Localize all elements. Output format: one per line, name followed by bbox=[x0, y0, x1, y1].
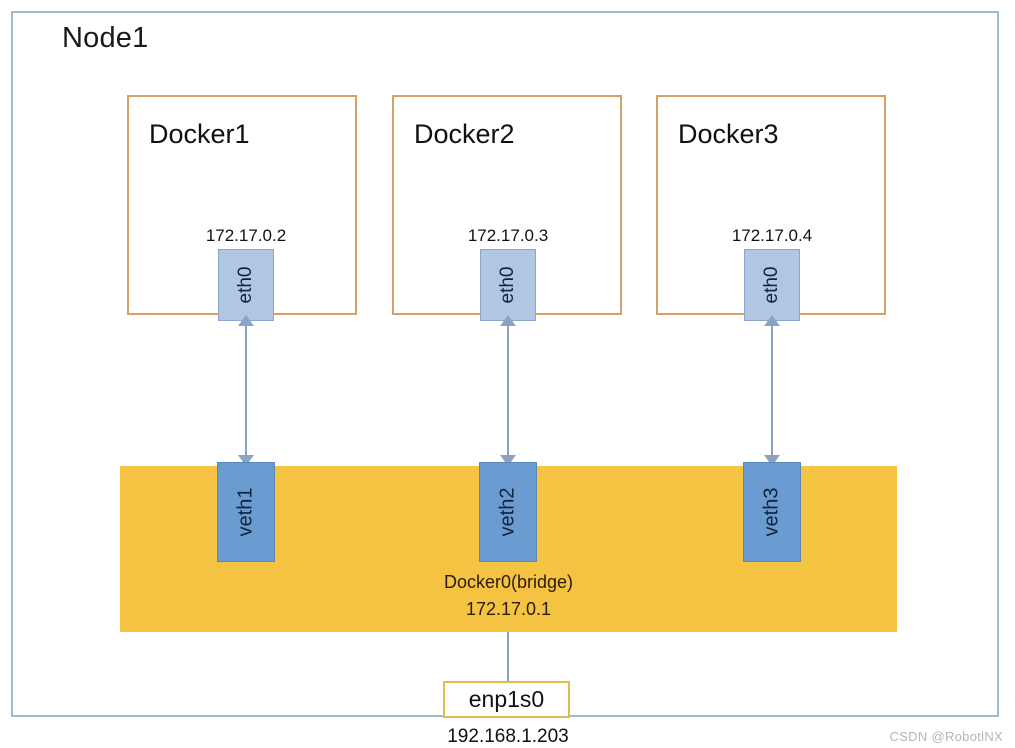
eth0-label-docker1: eth0 bbox=[235, 266, 256, 304]
veth-label-veth1: veth1 bbox=[234, 487, 257, 537]
eth0-port-docker1: eth0 bbox=[218, 249, 274, 321]
uplink-line bbox=[507, 632, 509, 682]
eth0-label-docker2: eth0 bbox=[497, 266, 518, 304]
link-arrow-down-docker2 bbox=[500, 455, 516, 466]
eth0-port-docker3: eth0 bbox=[744, 249, 800, 321]
link-line-docker3 bbox=[771, 321, 773, 466]
host-nic-ip: 192.168.1.203 bbox=[447, 726, 569, 747]
node-title: Node1 bbox=[62, 22, 149, 54]
veth-port-veth2: veth2 bbox=[479, 462, 537, 562]
veth-port-veth1: veth1 bbox=[217, 462, 275, 562]
link-arrow-down-docker1 bbox=[238, 455, 254, 466]
bridge-ip-label: 172.17.0.1 bbox=[465, 599, 552, 619]
host-nic-box: enp1s0 bbox=[443, 681, 570, 718]
container-ip-docker3: 172.17.0.4 bbox=[731, 226, 813, 245]
eth0-label-docker3: eth0 bbox=[761, 266, 782, 304]
bridge-name-label: Docker0(bridge) bbox=[443, 572, 574, 592]
link-arrow-up-docker1 bbox=[238, 315, 254, 326]
link-arrow-up-docker3 bbox=[764, 315, 780, 326]
watermark: CSDN @RobotlNX bbox=[889, 729, 1003, 744]
veth-label-veth2: veth2 bbox=[496, 487, 519, 537]
host-nic-label: enp1s0 bbox=[468, 686, 545, 712]
link-arrow-down-docker3 bbox=[764, 455, 780, 466]
veth-port-veth3: veth3 bbox=[743, 462, 801, 562]
container-ip-docker2: 172.17.0.3 bbox=[467, 226, 549, 245]
container-label-docker3: Docker3 bbox=[678, 119, 779, 149]
link-arrow-up-docker2 bbox=[500, 315, 516, 326]
veth-label-veth3: veth3 bbox=[760, 487, 783, 537]
container-label-docker2: Docker2 bbox=[414, 119, 515, 149]
link-line-docker2 bbox=[507, 321, 509, 466]
link-line-docker1 bbox=[245, 321, 247, 466]
container-label-docker1: Docker1 bbox=[149, 119, 250, 149]
container-ip-docker1: 172.17.0.2 bbox=[205, 226, 287, 245]
eth0-port-docker2: eth0 bbox=[480, 249, 536, 321]
